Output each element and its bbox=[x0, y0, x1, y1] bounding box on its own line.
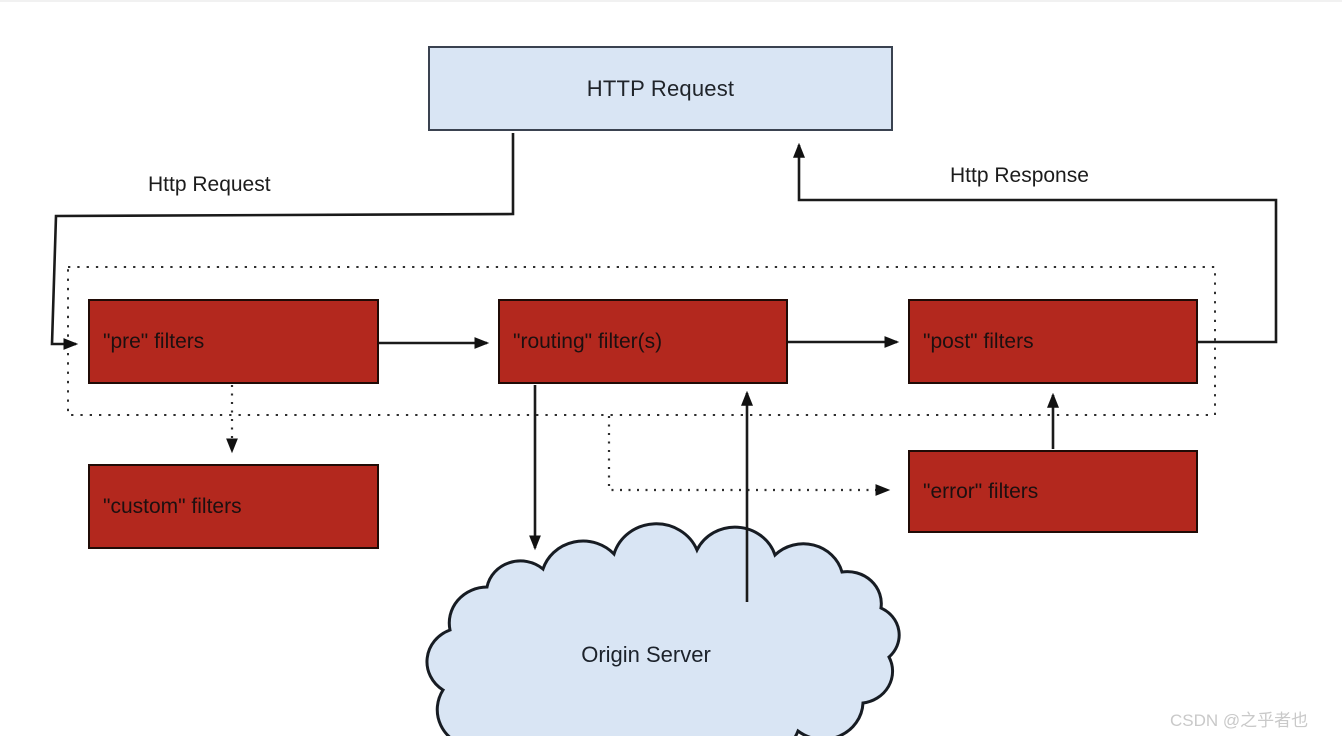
post-filters-box: "post" filters bbox=[908, 299, 1198, 384]
routing-filters-label: "routing" filter(s) bbox=[513, 329, 663, 353]
pre-filters-label: "pre" filters bbox=[103, 329, 205, 353]
http-response-path-arrow bbox=[793, 142, 1278, 344]
csdn-watermark: CSDN @之乎者也 bbox=[1170, 711, 1309, 730]
origin-server-cloud bbox=[425, 522, 901, 736]
custom-filters-label: "custom" filters bbox=[103, 494, 242, 518]
http-request-path-arrow bbox=[50, 133, 515, 350]
error-filters-label: "error" filters bbox=[923, 479, 1039, 503]
dotted-arrow-to-error bbox=[607, 416, 891, 496]
http-response-flow-label: Http Response bbox=[950, 164, 1089, 187]
origin-server-label: Origin Server bbox=[581, 642, 711, 667]
pre-filters-box: "pre" filters bbox=[88, 299, 379, 384]
http-request-flow-label: Http Request bbox=[148, 173, 271, 196]
error-filters-box: "error" filters bbox=[908, 450, 1198, 533]
http-request-box-label: HTTP Request bbox=[586, 75, 735, 101]
custom-filters-box: "custom" filters bbox=[88, 464, 379, 549]
routing-filters-box: "routing" filter(s) bbox=[498, 299, 788, 384]
post-filters-label: "post" filters bbox=[923, 329, 1034, 353]
http-request-box: HTTP Request bbox=[428, 46, 893, 131]
